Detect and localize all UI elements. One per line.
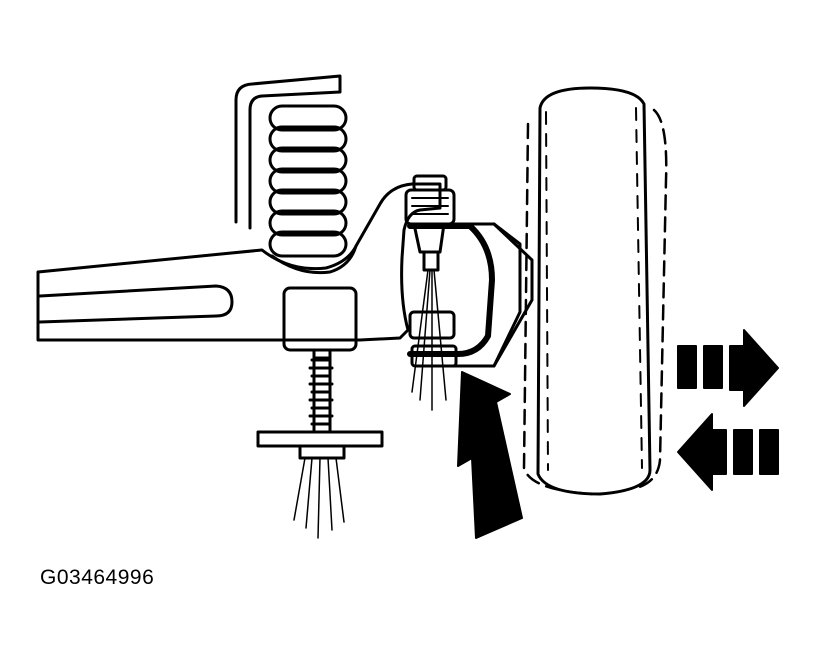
spring-seat-bracket [234,74,342,230]
wheel [522,86,668,496]
spring-seat-cup [270,244,358,275]
ball-joint [404,174,458,411]
floor-jack [256,286,384,539]
arm-slot [38,284,234,324]
large-diagonal-arrow-icon [457,371,523,539]
steering-knuckle [407,222,534,368]
figure-caption: G03464996 [40,566,155,589]
lower-control-arm [36,182,442,342]
triple-dash-arrow-right-icon [677,329,779,407]
triple-dash-arrow-left-icon [677,413,779,491]
coil-spring [268,104,348,258]
